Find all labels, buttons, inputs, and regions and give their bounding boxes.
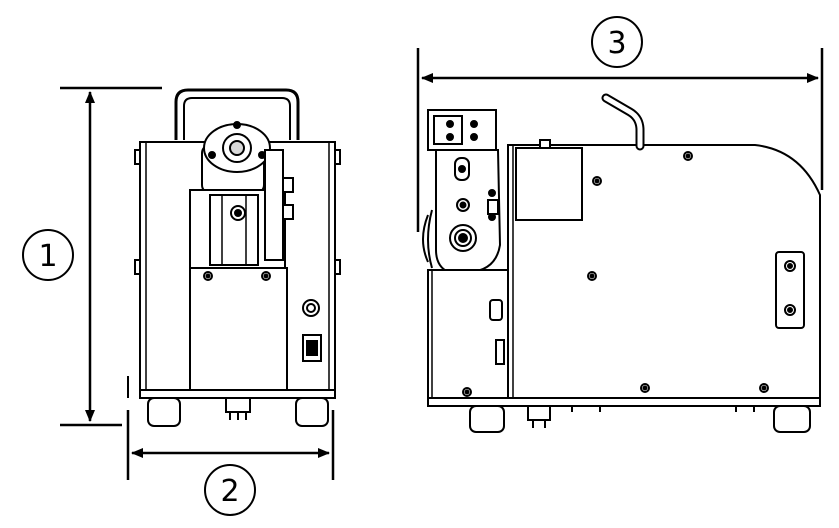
side-body xyxy=(507,144,821,399)
front-lower-cover xyxy=(189,267,288,396)
callout-3: 3 xyxy=(591,16,643,68)
front-foot-left xyxy=(147,397,181,427)
dimension-depth xyxy=(416,48,824,232)
dimension-width xyxy=(126,410,335,480)
side-view xyxy=(422,93,821,433)
side-connector-plate xyxy=(775,251,805,329)
front-view xyxy=(127,88,341,427)
callout-2-label: 2 xyxy=(220,474,239,509)
side-lower-left xyxy=(427,269,509,399)
callout-2: 2 xyxy=(204,464,256,516)
callout-1: 1 xyxy=(22,229,74,281)
dimension-height xyxy=(60,86,162,427)
carry-handle xyxy=(174,88,300,140)
side-foot-left xyxy=(469,405,505,433)
side-foot-right xyxy=(773,405,811,433)
callout-3-label: 3 xyxy=(607,26,626,61)
callout-1-label: 1 xyxy=(38,239,57,274)
front-foot-right xyxy=(295,397,329,427)
